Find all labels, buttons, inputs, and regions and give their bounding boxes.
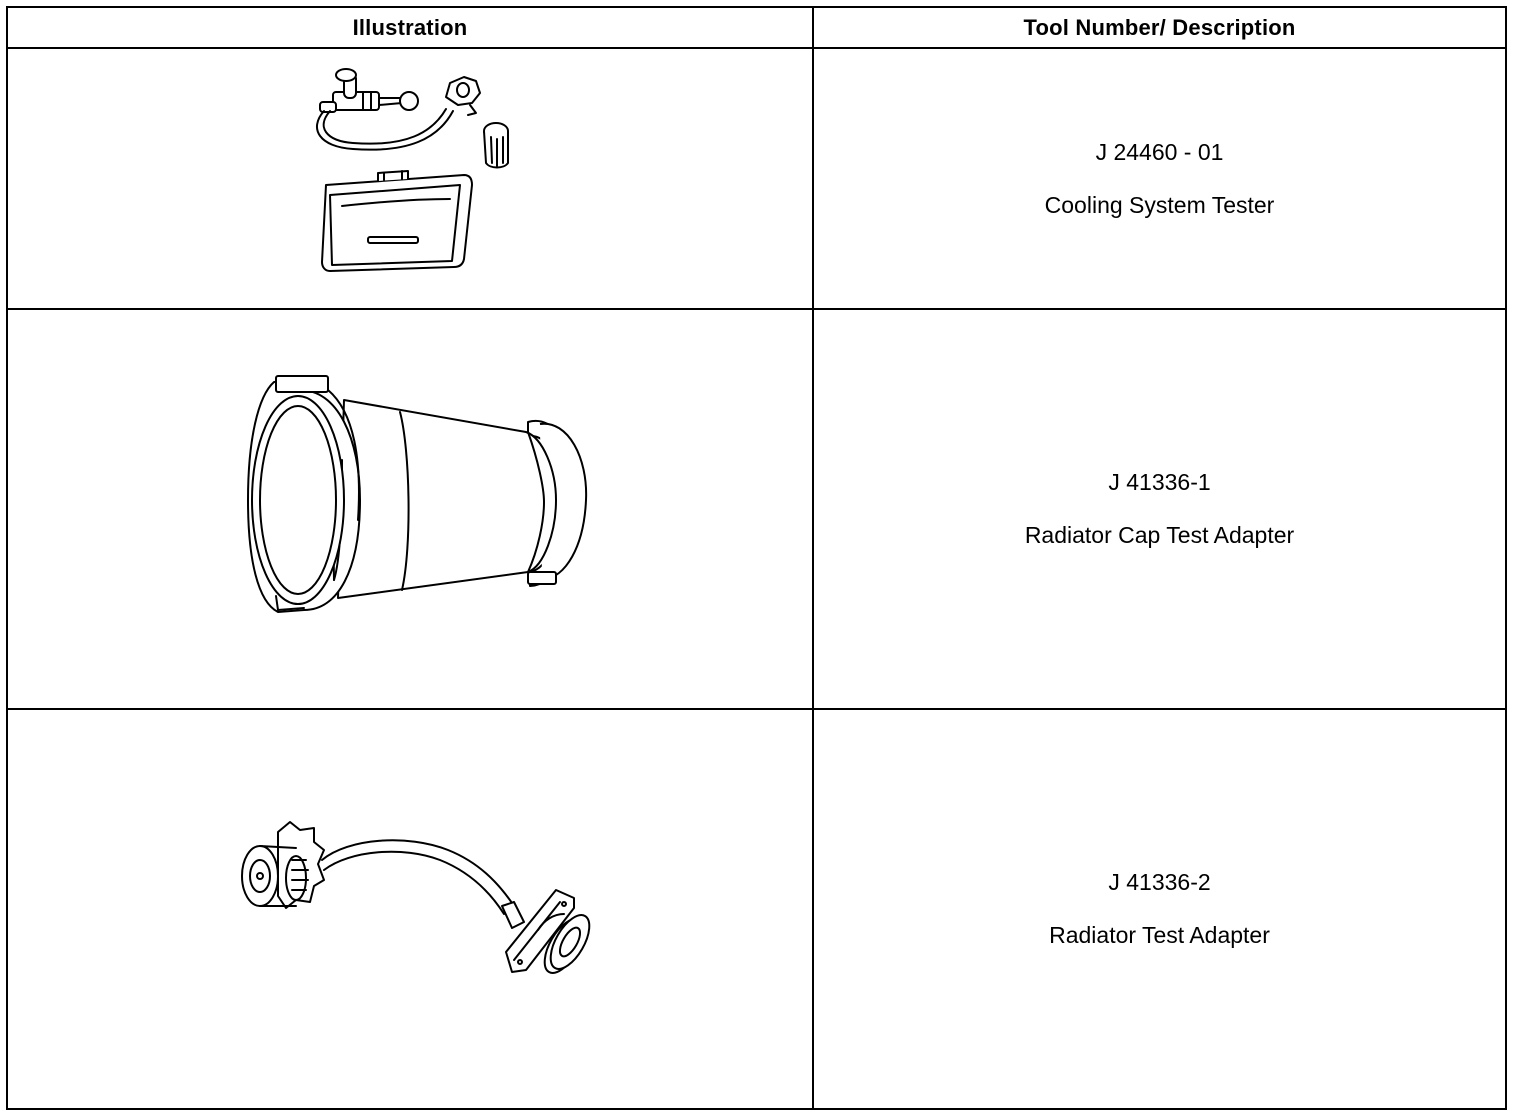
header-tool-description: Tool Number/ Description (812, 6, 1507, 49)
radiator-cap-test-adapter-icon (247, 375, 588, 614)
illustration-cell (6, 708, 814, 1110)
cooling-system-tester-kit-icon (316, 68, 509, 272)
table-row: J 24460 - 01 Cooling System Tester (6, 46, 1507, 311)
illustration-cell (6, 308, 814, 711)
illustration-cell (6, 46, 814, 311)
table-row: J 41336-2 Radiator Test Adapter (6, 708, 1507, 1110)
radiator-test-adapter-icon (241, 821, 591, 975)
tool-table: Illustration Tool Number/ Description (6, 6, 1507, 1110)
description-cell: J 41336-2 Radiator Test Adapter (812, 708, 1507, 1110)
tool-description: Radiator Test Adapter (1049, 922, 1270, 949)
tool-number: J 41336-1 (1108, 469, 1211, 496)
tool-description: Cooling System Tester (1044, 191, 1275, 218)
table-row: J 41336-1 Radiator Cap Test Adapter (6, 308, 1507, 711)
header-illustration: Illustration (6, 6, 814, 49)
description-cell: J 24460 - 01 Cooling System Tester (812, 46, 1507, 311)
tool-number: J 41336-2 (1108, 869, 1211, 896)
tool-number: J 24460 - 01 (1095, 138, 1224, 165)
description-cell: J 41336-1 Radiator Cap Test Adapter (812, 308, 1507, 711)
tool-description: Radiator Cap Test Adapter (1024, 522, 1295, 549)
header-row: Illustration Tool Number/ Description (6, 6, 1507, 49)
